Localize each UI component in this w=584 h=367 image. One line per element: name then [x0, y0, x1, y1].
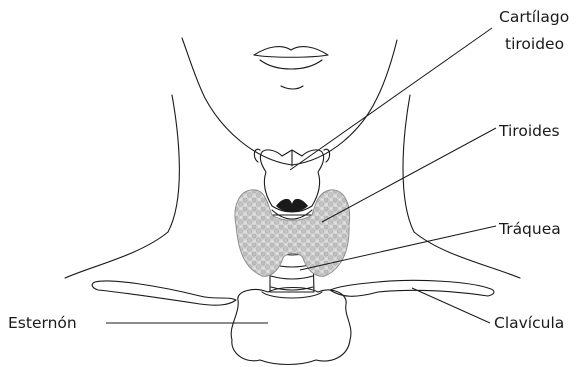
label-cartilago-line1: Cartílago — [499, 8, 569, 26]
label-tiroides: Tiroides — [498, 122, 560, 140]
label-clavicula: Clavícula — [494, 314, 564, 332]
leader-clavicula — [412, 288, 490, 323]
thyroid-gland — [235, 190, 350, 276]
leader-tiroides — [322, 128, 496, 222]
label-cartilago-line2: tiroideo — [505, 35, 564, 53]
label-esternon: Esternón — [8, 314, 77, 332]
label-traquea: Tráquea — [498, 220, 561, 238]
clavicles — [92, 280, 494, 305]
mouth — [254, 47, 328, 89]
sternum — [231, 288, 351, 365]
leader-cartilago — [290, 28, 492, 170]
